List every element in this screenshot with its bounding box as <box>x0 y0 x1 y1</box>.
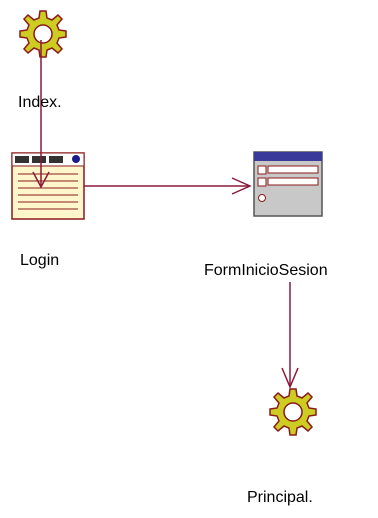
login-label: Login <box>20 252 60 269</box>
edge-login-form <box>84 177 252 195</box>
index-gear-icon <box>19 10 67 58</box>
form-icon <box>253 151 323 217</box>
principal-gear-icon <box>269 388 317 436</box>
edge-index-login <box>32 40 50 189</box>
index-label: Index. <box>18 94 62 111</box>
principal-label: Principal. <box>247 489 313 506</box>
login-page-icon <box>11 152 85 220</box>
edge-form-principal <box>281 282 299 389</box>
form-label: FormInicioSesion <box>204 262 328 279</box>
